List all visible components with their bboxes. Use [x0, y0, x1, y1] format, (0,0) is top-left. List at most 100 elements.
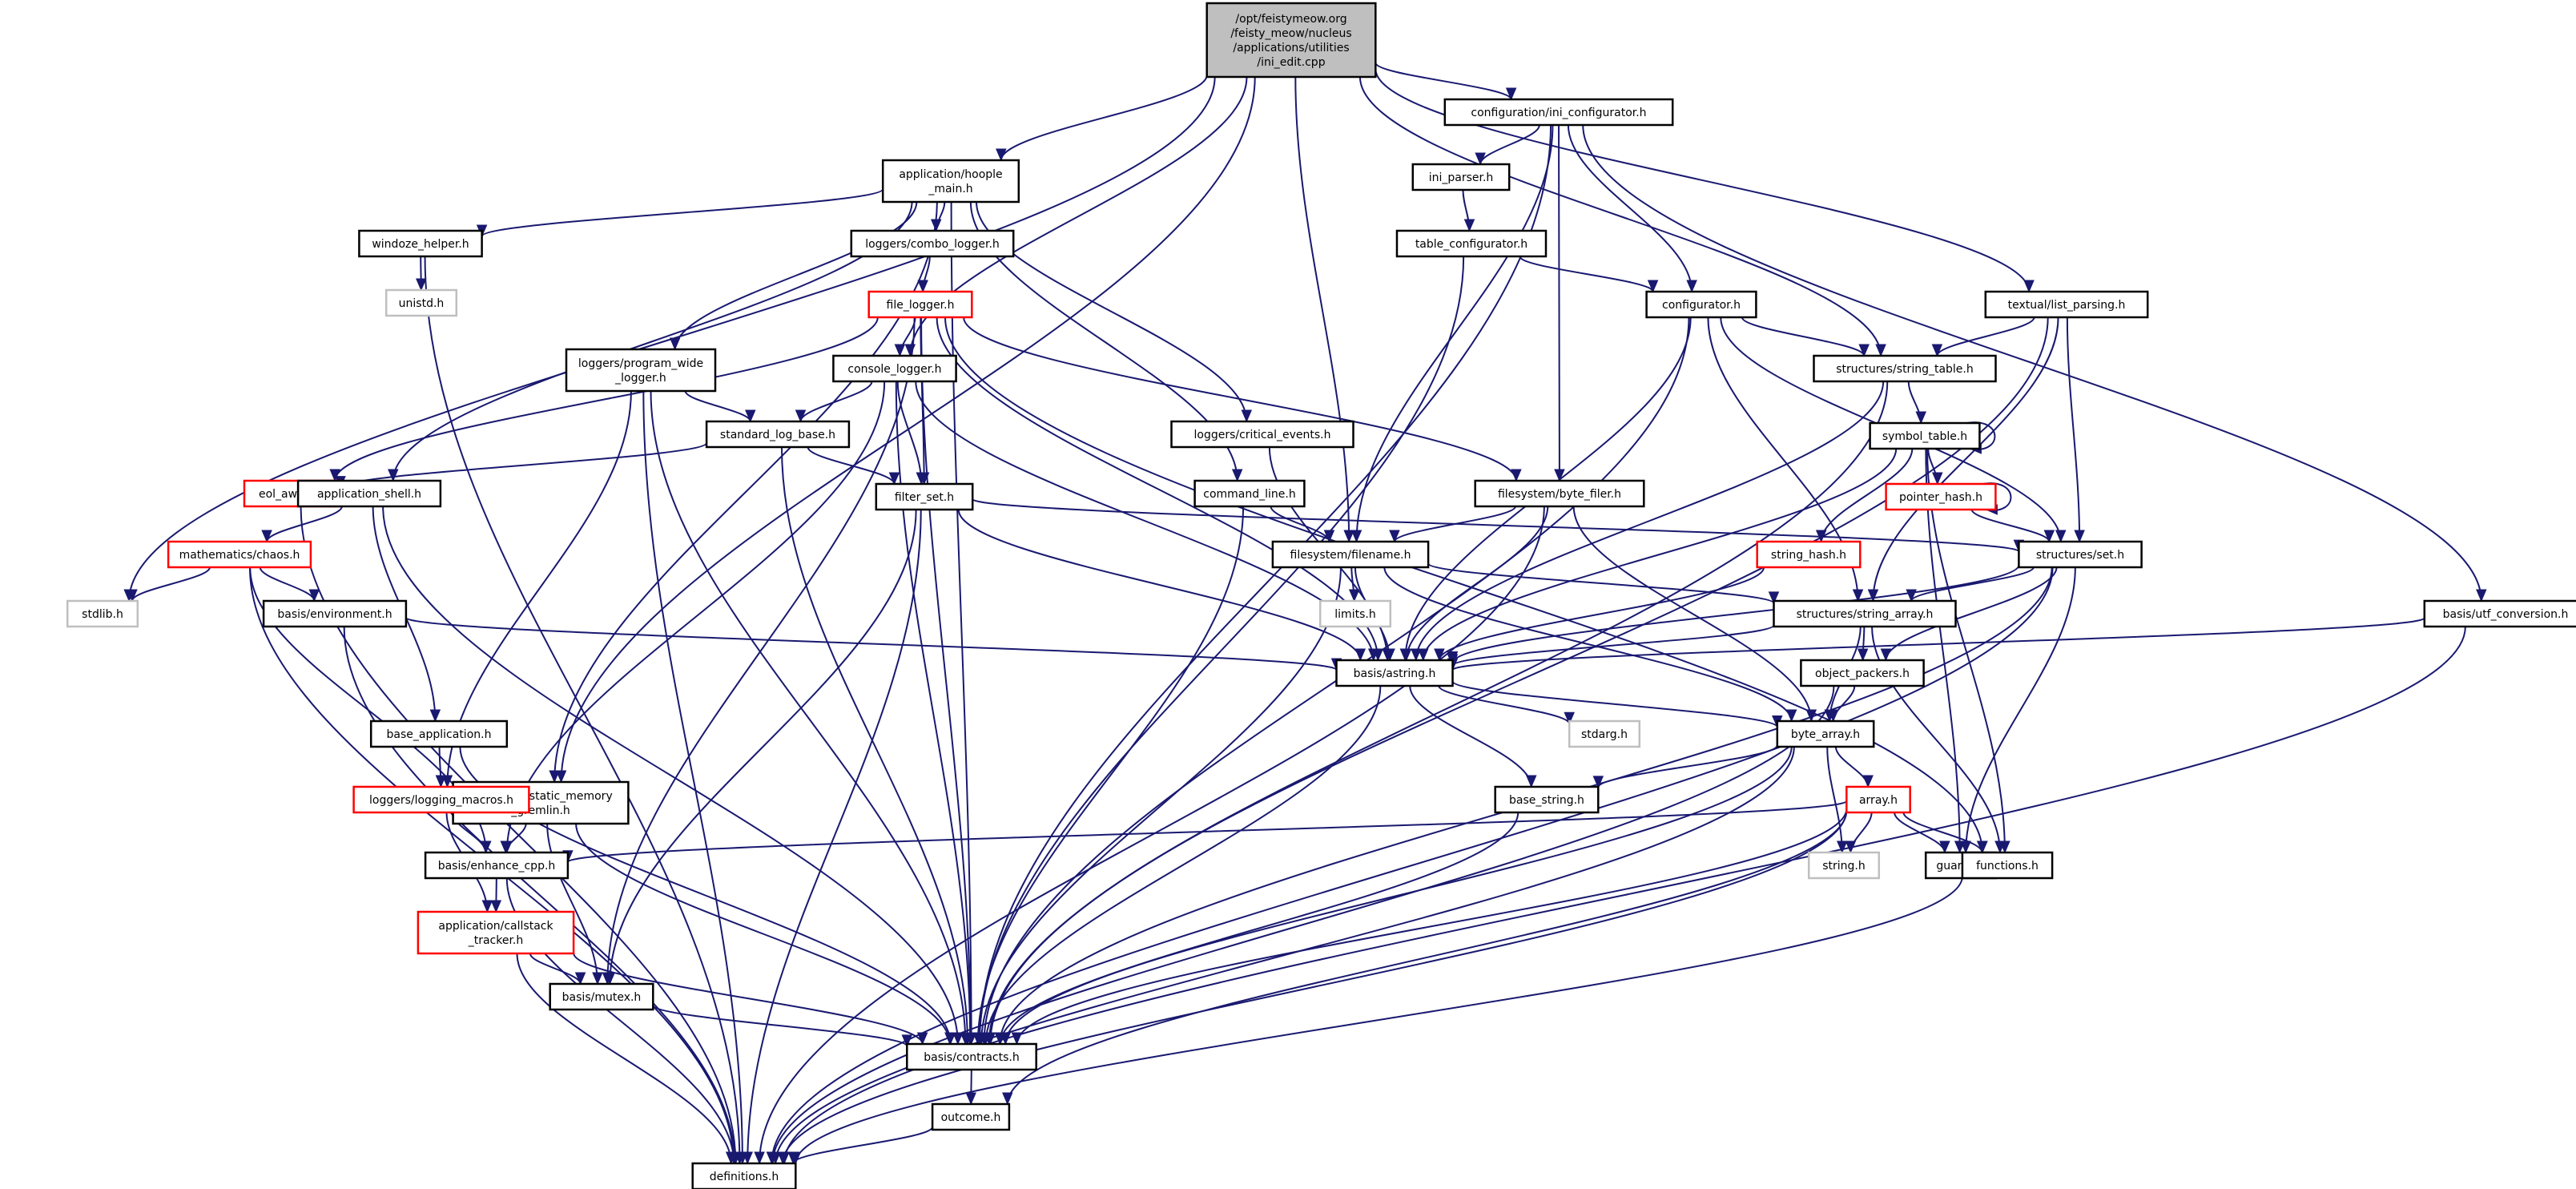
- node-set[interactable]: structures/set.h: [2018, 540, 2143, 569]
- node-object-packers[interactable]: object_packers.h: [1800, 659, 1925, 687]
- node-base-string[interactable]: base_string.h: [1494, 785, 1600, 814]
- arrowhead-icon: [916, 472, 928, 486]
- node-definitions[interactable]: definitions.h: [691, 1162, 797, 1189]
- node-configurator[interactable]: configurator.h: [1645, 290, 1757, 319]
- arrowhead-icon: [1932, 472, 1943, 486]
- arrowhead-icon: [490, 900, 502, 913]
- node-base-application[interactable]: base_application.h: [369, 719, 509, 748]
- node-table-configurator[interactable]: table_configurator.h: [1395, 229, 1548, 258]
- node-filename[interactable]: filesystem/filename.h: [1271, 540, 1430, 569]
- node-utf-conversion[interactable]: basis/utf_conversion.h: [2423, 599, 2576, 628]
- node-label: table_configurator.h: [1415, 238, 1527, 251]
- arrowhead-icon: [1867, 589, 1879, 603]
- arrowhead-icon: [669, 337, 681, 351]
- arrowhead-icon: [416, 278, 427, 292]
- edge-line: [1970, 509, 2051, 542]
- node-stdarg[interactable]: stdarg.h: [1568, 719, 1641, 748]
- edge-file-logger-to-astring: [936, 316, 1384, 662]
- node-contracts[interactable]: basis/contracts.h: [906, 1042, 1037, 1071]
- edge-line: [1427, 562, 1775, 604]
- node-box: [1193, 479, 1306, 508]
- edge-application-shell-to-chaos: [261, 506, 343, 543]
- node-ini-configurator[interactable]: configuration/ini_configurator.h: [1443, 98, 1674, 127]
- edge-line: [1572, 506, 1813, 722]
- edge-file-logger-to-functions: [944, 316, 1988, 854]
- node-array[interactable]: array.h: [1845, 785, 1911, 814]
- node-label: _tracker.h: [468, 934, 524, 947]
- edge-byte-array-to-base-string: [1592, 744, 1778, 789]
- edge-configurator-to-string-table: [1741, 316, 1870, 357]
- arrowhead-icon: [388, 469, 399, 482]
- node-environment[interactable]: basis/environment.h: [262, 599, 408, 628]
- node-list-parsing[interactable]: textual/list_parsing.h: [1984, 290, 2149, 319]
- edge-line: [1519, 256, 1654, 292]
- node-stdlib[interactable]: stdlib.h: [66, 599, 139, 628]
- node-root[interactable]: /opt/feistymeow.org/feisty_meow/nucleus/…: [1205, 2, 1377, 79]
- node-chaos[interactable]: mathematics/chaos.h: [167, 540, 312, 569]
- node-string-hash[interactable]: string_hash.h: [1756, 540, 1862, 569]
- node-functions[interactable]: functions.h: [1961, 851, 2054, 880]
- edge-line: [266, 506, 343, 542]
- node-label: string_hash.h: [1771, 549, 1846, 562]
- edge-line: [976, 506, 1245, 1045]
- arrowhead-icon: [725, 1151, 737, 1165]
- node-string-table[interactable]: structures/string_table.h: [1813, 354, 1997, 383]
- arrowhead-icon: [1350, 530, 1362, 543]
- node-ini-parser[interactable]: ini_parser.h: [1411, 163, 1511, 191]
- node-label: base_application.h: [387, 728, 492, 741]
- node-symbol-table[interactable]: symbol_table.h: [1869, 421, 1981, 450]
- node-callstack-tracker[interactable]: application/callstack_tracker.h: [417, 910, 575, 955]
- node-unistd[interactable]: unistd.h: [384, 288, 458, 317]
- node-file-logger[interactable]: file_logger.h: [867, 290, 973, 319]
- node-byte-array[interactable]: byte_array.h: [1776, 719, 1875, 748]
- edge-line: [382, 506, 959, 1045]
- node-byte-filer[interactable]: filesystem/byte_filer.h: [1474, 479, 1645, 508]
- edge-line: [1871, 626, 2001, 853]
- node-astring[interactable]: basis/astring.h: [1335, 659, 1454, 687]
- edge-line: [1597, 744, 1778, 788]
- node-hoople-main[interactable]: application/hoople_main.h: [881, 159, 1020, 204]
- edge-string-array-to-functions: [1871, 626, 2006, 854]
- node-combo-logger[interactable]: loggers/combo_logger.h: [850, 229, 1015, 258]
- edge-line: [795, 876, 1963, 1164]
- node-mutex[interactable]: basis/mutex.h: [549, 982, 654, 1011]
- edge-layer: [123, 62, 2487, 1165]
- edge-line: [1405, 506, 1549, 661]
- node-box: [1961, 851, 2054, 880]
- node-console-logger[interactable]: console_logger.h: [832, 354, 957, 383]
- node-pointer-hash[interactable]: pointer_hash.h: [1885, 482, 1997, 511]
- edge-ini-configurator-to-utf-conversion: [1582, 124, 2487, 603]
- node-standard-log-base[interactable]: standard_log_base.h: [705, 420, 851, 449]
- edge-line: [1422, 448, 1898, 661]
- edge-symbol-table-to-astring: [1418, 448, 1898, 662]
- node-logging-macros[interactable]: loggers/logging_macros.h: [352, 785, 530, 814]
- edge-line: [950, 201, 972, 1045]
- node-application-shell[interactable]: application_shell.h: [296, 479, 442, 508]
- node-critical-events[interactable]: loggers/critical_events.h: [1170, 420, 1354, 449]
- arrowhead-icon: [916, 1032, 928, 1046]
- node-string-array[interactable]: structures/string_array.h: [1773, 599, 1957, 628]
- node-enhance-cpp[interactable]: basis/enhance_cpp.h: [424, 851, 570, 880]
- arrowhead-icon: [1241, 409, 1253, 423]
- edge-file-logger-to-contracts: [920, 316, 976, 1046]
- edge-list-parsing-to-string-array: [1867, 316, 2059, 603]
- node-program-wide-logger[interactable]: loggers/program_wide_logger.h: [565, 348, 717, 393]
- node-box: [1800, 659, 1925, 687]
- edge-string-hash-to-astring: [1434, 566, 1765, 662]
- node-outcome[interactable]: outcome.h: [931, 1102, 1011, 1131]
- edge-hoople-main-to-combo-logger: [930, 201, 946, 232]
- node-box: [1776, 719, 1875, 748]
- arrowhead-icon: [1348, 589, 1360, 603]
- node-box: [1335, 659, 1454, 687]
- edge-line: [684, 390, 751, 422]
- node-filter-set[interactable]: filter_set.h: [875, 482, 974, 511]
- node-command-line[interactable]: command_line.h: [1193, 479, 1306, 508]
- edge-line: [652, 1004, 908, 1047]
- node-string-h[interactable]: string.h: [1807, 851, 1881, 880]
- node-box: [369, 719, 509, 748]
- edge-callstack-tracker-to-definitions: [516, 953, 737, 1165]
- edge-line: [405, 617, 1338, 671]
- node-limits[interactable]: limits.h: [1318, 599, 1392, 628]
- node-windoze-helper[interactable]: windoze_helper.h: [358, 229, 483, 258]
